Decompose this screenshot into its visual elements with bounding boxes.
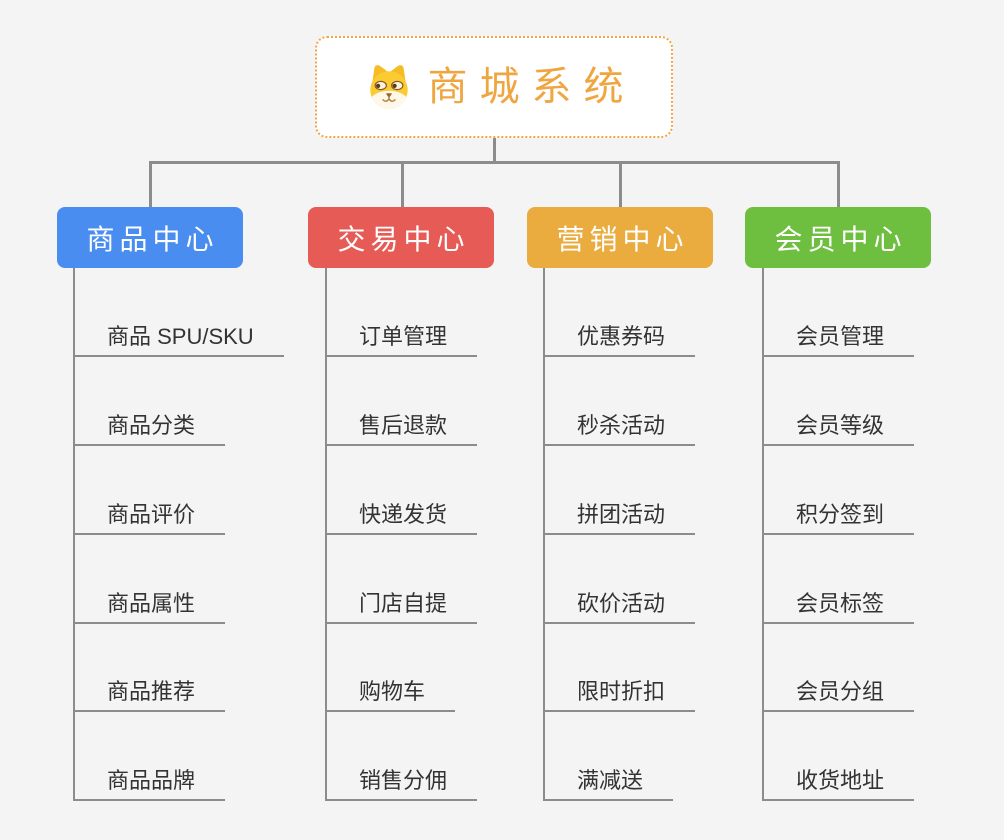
- connector-drop-member: [837, 161, 840, 209]
- leaf-topic[interactable]: 销售分佣: [325, 767, 478, 801]
- branch-box-marketing-center[interactable]: 营销中心: [527, 207, 713, 268]
- leaf-topic[interactable]: 会员标签: [762, 590, 915, 624]
- leaf-topic[interactable]: 限时折扣: [543, 678, 696, 712]
- leaf-topic[interactable]: 收货地址: [762, 767, 915, 801]
- branch-box-member-center[interactable]: 会员中心: [745, 207, 931, 268]
- leaf-topic[interactable]: 满减送: [543, 767, 674, 801]
- connector-horizontal: [149, 161, 840, 164]
- root-title: 商城系统: [427, 65, 636, 109]
- leaf-topic[interactable]: 砍价活动: [543, 590, 696, 624]
- connector-root-drop: [493, 136, 496, 164]
- connector-drop-marketing: [619, 161, 622, 209]
- connector-drop-trade: [401, 161, 404, 209]
- root-node[interactable]: 商城系统: [315, 36, 673, 138]
- dog-face-icon: [365, 63, 413, 111]
- leaf-topic[interactable]: 会员分组: [762, 678, 915, 712]
- leaf-topic[interactable]: 购物车: [325, 678, 456, 712]
- leaf-topic[interactable]: 快递发货: [325, 501, 478, 535]
- leaf-topic[interactable]: 门店自提: [325, 590, 478, 624]
- leaf-topic[interactable]: 会员等级: [762, 412, 915, 446]
- leaf-topic[interactable]: 商品属性: [73, 590, 226, 624]
- branch-box-trade-center[interactable]: 交易中心: [308, 207, 494, 268]
- leaf-topic[interactable]: 订单管理: [325, 323, 478, 357]
- leaf-topic[interactable]: 商品 SPU/SKU: [73, 323, 284, 357]
- connector-drop-product: [149, 161, 152, 209]
- leaf-topic[interactable]: 售后退款: [325, 412, 478, 446]
- leaf-topic[interactable]: 商品推荐: [73, 678, 226, 712]
- leaf-topic[interactable]: 拼团活动: [543, 501, 696, 535]
- leaf-topic[interactable]: 秒杀活动: [543, 412, 696, 446]
- branch-box-product-center[interactable]: 商品中心: [57, 207, 243, 268]
- leaf-topic[interactable]: 商品评价: [73, 501, 226, 535]
- leaf-topic[interactable]: 会员管理: [762, 323, 915, 357]
- leaf-topic[interactable]: 商品品牌: [73, 767, 226, 801]
- leaf-topic[interactable]: 优惠券码: [543, 323, 696, 357]
- leaf-topic[interactable]: 积分签到: [762, 501, 915, 535]
- leaf-topic[interactable]: 商品分类: [73, 412, 226, 446]
